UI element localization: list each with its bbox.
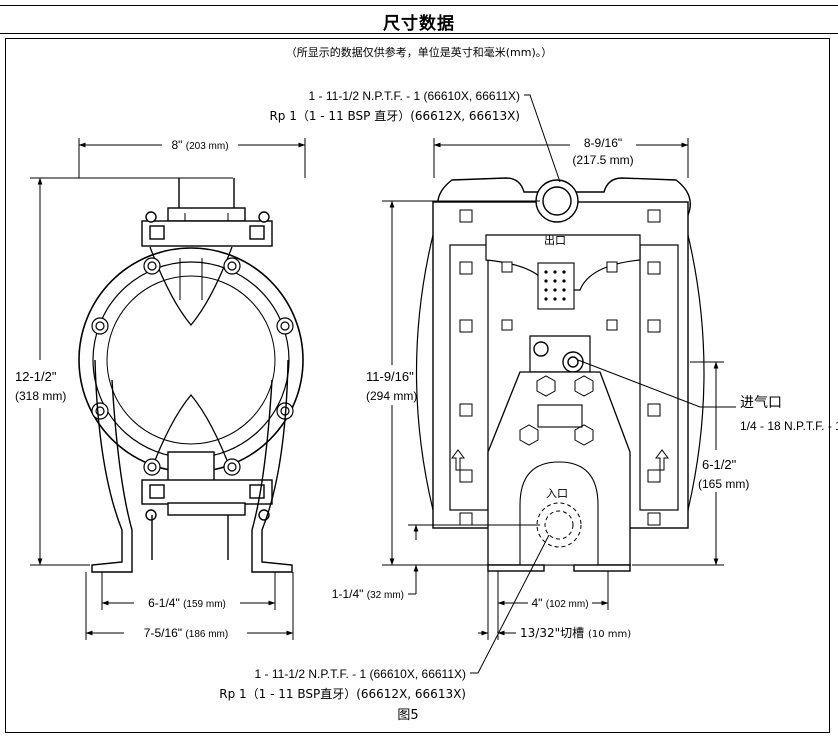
header-bottom-rule bbox=[0, 33, 838, 34]
inlet-height-mm: (32 mm) bbox=[366, 590, 404, 601]
inlet-label: 入口 bbox=[546, 487, 568, 500]
outlet-thread-bsp: Rp 1（1 - 11 BSP 直牙）(66612X, 66613X) bbox=[269, 109, 520, 123]
inlet-height-dimension: 1-1/4" (32 mm) bbox=[332, 587, 404, 603]
side-view bbox=[415, 177, 705, 572]
units-note: （所显示的数据仅供参考，单位是英寸和毫米(mm)。） bbox=[285, 46, 553, 59]
side-width-in: 8-9/16" bbox=[583, 136, 623, 150]
front-view bbox=[78, 178, 304, 573]
slot-dimension: 13/32"切槽 (10 mm) bbox=[520, 626, 631, 642]
side-height-mm: (294 mm) bbox=[366, 389, 418, 403]
air-inlet-height-in: 6-1/2" bbox=[702, 457, 737, 472]
front-bolt-span-dimension: 6-1/4" (159 mm) bbox=[148, 596, 226, 612]
inlet-thread-bsp: Rp 1（1 - 11 BSP直牙）(66612X, 66613X) bbox=[219, 687, 466, 701]
inlet-height-in: 1-1/4" bbox=[331, 587, 364, 601]
page-title: 尺寸数据 bbox=[383, 14, 455, 34]
figure-caption: 图5 bbox=[397, 708, 419, 723]
air-inlet-label: 进气口 bbox=[740, 395, 782, 411]
front-bolt-span-mm: (159 mm) bbox=[183, 599, 226, 610]
side-height-in: 11-9/16" bbox=[366, 369, 414, 384]
base-mount-span-dimension: 4" (102 mm) bbox=[531, 596, 588, 612]
front-base-width-mm: (186 mm) bbox=[185, 629, 229, 640]
front-base-width-dimension: 7-5/16" (186 mm) bbox=[144, 626, 228, 642]
front-width-in: 8" bbox=[171, 138, 183, 152]
front-base-width-in: 7-5/16" bbox=[143, 626, 183, 640]
slot-mm: (10 mm) bbox=[587, 629, 632, 640]
dimension-lines bbox=[30, 94, 736, 674]
front-height-in: 12-1/2" bbox=[15, 369, 57, 384]
base-mount-span-in: 4" bbox=[531, 596, 543, 610]
header-top-rule bbox=[0, 5, 838, 6]
side-width-mm: (217.5 mm) bbox=[572, 153, 634, 167]
slot-in: 13/32"切槽 bbox=[520, 626, 585, 640]
outlet-thread-npt: 1 - 11-1/2 N.P.T.F. - 1 (66610X, 66611X) bbox=[308, 89, 520, 103]
outlet-label: 出口 bbox=[544, 234, 566, 247]
air-inlet-thread: 1/4 - 18 N.P.T.F. - 1 bbox=[740, 419, 838, 433]
inlet-thread-npt: 1 - 11-1/2 N.P.T.F. - 1 (66610X, 66611X) bbox=[254, 667, 466, 681]
base-mount-span-mm: (102 mm) bbox=[545, 599, 589, 610]
air-inlet-height-mm: (165 mm) bbox=[698, 477, 750, 491]
front-width-mm: (203 mm) bbox=[185, 141, 229, 152]
front-width-dimension: 8" (203 mm) bbox=[171, 138, 228, 154]
front-bolt-span-in: 6-1/4" bbox=[148, 596, 180, 610]
front-height-mm: (318 mm) bbox=[15, 389, 67, 403]
